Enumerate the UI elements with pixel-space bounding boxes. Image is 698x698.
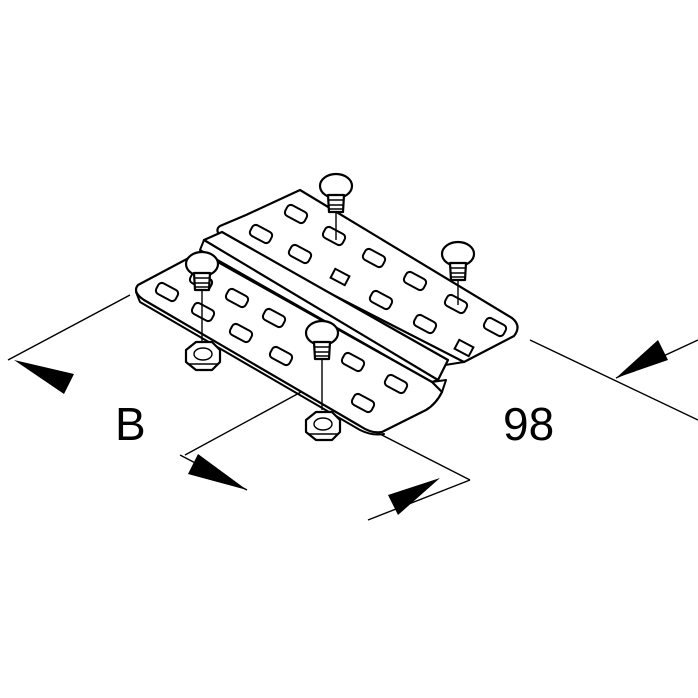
nut-right (304, 410, 342, 442)
slot-row-back-outer (283, 203, 508, 338)
nut-left (184, 340, 222, 372)
dimension-label-b: B (115, 398, 146, 450)
bolt-front-right (304, 319, 340, 410)
bolt-front-left (184, 250, 220, 345)
arrow-98-top (616, 340, 668, 378)
dimension-label-98: 98 (503, 398, 554, 450)
marking-tab (329, 267, 351, 287)
slot-row-back-inner (248, 223, 438, 335)
dimension-b: B (7, 294, 361, 491)
front-plate (134, 250, 447, 436)
bolt-back-right (440, 240, 476, 305)
arrow-b-right (188, 454, 247, 490)
bolt-back-left (318, 172, 354, 240)
arrow-b-left (14, 360, 74, 394)
slot-row-front-outer (154, 281, 376, 414)
marking-tab (453, 338, 475, 358)
dimension-98: 98 (367, 339, 698, 521)
arrow-98-bottom (388, 478, 440, 515)
back-plate (211, 188, 519, 366)
